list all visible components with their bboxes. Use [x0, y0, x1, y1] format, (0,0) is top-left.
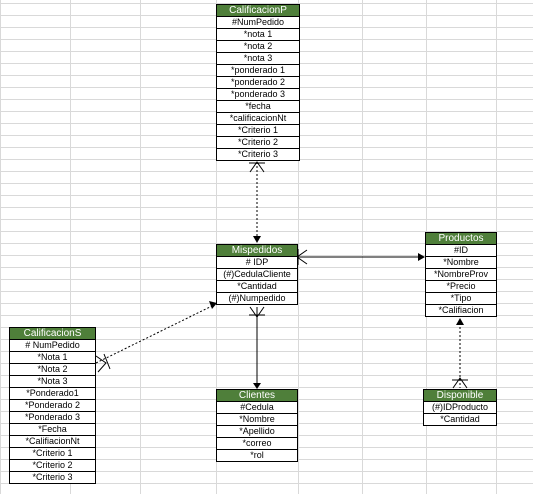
arrow-productos-left [418, 253, 425, 261]
entity-title: CalificacionS [10, 328, 95, 340]
attribute-row: *Criterio 1 [217, 125, 299, 137]
attribute-row: *rol [250, 450, 264, 460]
entity-title: Clientes [217, 390, 297, 402]
attribute-row: (#)IDProducto [424, 402, 496, 414]
entity-disponible[interactable]: Disponible (#)IDProducto*Cantidad [423, 389, 497, 426]
attribute-row: *Ponderado1 [10, 388, 95, 400]
entity-productos[interactable]: Productos #ID*Nombre*NombreProv*Precio*T… [425, 232, 497, 317]
attribute-row: *Nota 2 [10, 364, 95, 376]
attribute-row: *Nombre [217, 414, 297, 426]
attribute-row: *calificacionNt [217, 113, 299, 125]
crowfoot-disponible [452, 377, 468, 389]
attribute-row: (#)CedulaCliente [217, 269, 297, 281]
attribute-row: *Nota 3 [10, 376, 95, 388]
attribute-row: *Nota 1 [10, 352, 95, 364]
attribute-row: *CalifiacionNt [10, 436, 95, 448]
rel-calificacions-mispedidos [95, 304, 215, 364]
attribute-row: #Cedula [217, 402, 297, 414]
attribute-row: *Ponderado 2 [10, 400, 95, 412]
attribute-row: *NombreProv [426, 269, 496, 281]
attribute-row: *nota 3 [217, 53, 299, 65]
attribute-row: *nota 1 [217, 29, 299, 41]
attribute-row: #NumPedido [217, 17, 299, 29]
attribute-row: *Apellido [217, 426, 297, 438]
entity-clientes[interactable]: Clientes #Cedula*Nombre*Apellido*correo*… [216, 389, 298, 462]
crowfoot-mispedidos-bottom [249, 306, 265, 318]
attribute-row: *Tipo [426, 293, 496, 305]
attribute-row: *Califiacion [438, 305, 484, 315]
attribute-row: *ponderado 2 [217, 77, 299, 89]
attribute-row: *Precio [426, 281, 496, 293]
attribute-row: *Nombre [426, 257, 496, 269]
entity-title: Productos [426, 233, 496, 245]
entity-title: Disponible [424, 390, 496, 402]
attribute-row: *Criterio 2 [217, 137, 299, 149]
attribute-row: *Criterio 2 [10, 460, 95, 472]
crowfoot-calificacions [95, 353, 111, 373]
attribute-row: # IDP [217, 257, 297, 269]
attribute-row: *correo [217, 438, 297, 450]
attribute-row: *nota 2 [217, 41, 299, 53]
arrow-clientes-top [253, 383, 261, 389]
attribute-row: *Criterio 3 [32, 472, 73, 482]
attribute-row: *Fecha [10, 424, 95, 436]
crowfoot-calificacionp [249, 161, 265, 173]
attribute-row: *Criterio 3 [237, 149, 278, 159]
arrow-mispedidos-left [209, 301, 217, 309]
attribute-row: *Cantidad [440, 414, 480, 424]
arrow-mispedidos-top [253, 236, 261, 243]
arrow-productos-bottom [456, 318, 464, 325]
entity-title: CalificacionP [217, 5, 299, 17]
entity-title: Mispedidos [217, 245, 297, 257]
entity-calificacions[interactable]: CalificacionS # NumPedido*Nota 1*Nota 2*… [9, 327, 96, 484]
attribute-row: # NumPedido [10, 340, 95, 352]
entity-mispedidos[interactable]: Mispedidos # IDP(#)CedulaCliente*Cantida… [216, 244, 298, 305]
attribute-row: (#)Numpedido [228, 293, 286, 303]
attribute-row: #ID [426, 245, 496, 257]
attribute-row: *Ponderado 3 [10, 412, 95, 424]
entity-calificacionp[interactable]: CalificacionP #NumPedido*nota 1*nota 2*n… [216, 4, 300, 161]
attribute-row: *Cantidad [217, 281, 297, 293]
attribute-row: *Criterio 1 [10, 448, 95, 460]
attribute-row: *ponderado 3 [217, 89, 299, 101]
attribute-row: *ponderado 1 [217, 65, 299, 77]
attribute-row: *fecha [217, 101, 299, 113]
